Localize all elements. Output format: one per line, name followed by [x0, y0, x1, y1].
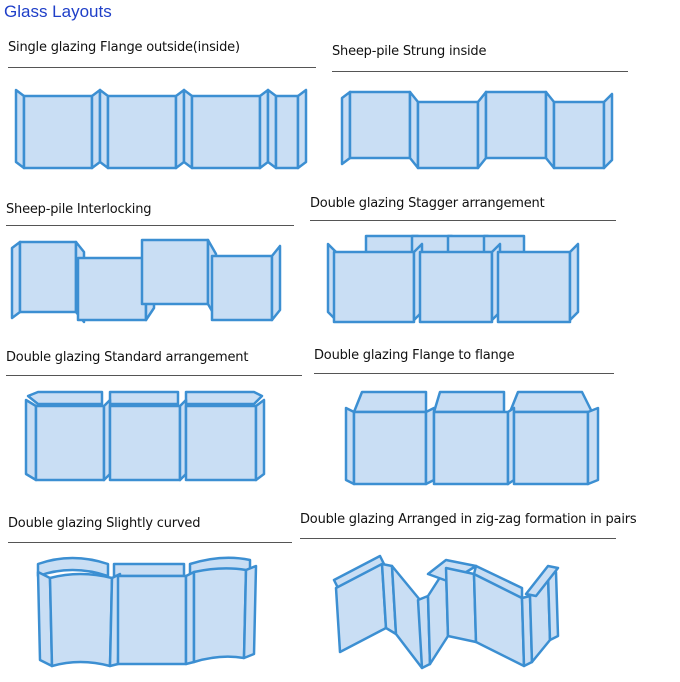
divider: [310, 220, 616, 221]
panel-caption: Double glazing Arranged in zig-zag forma…: [300, 512, 637, 527]
divider: [8, 67, 316, 68]
panel-double-zig-zag-pairs: Double glazing Arranged in zig-zag forma…: [300, 512, 640, 682]
page-title: Glass Layouts: [4, 2, 112, 21]
panel-single-flange: Single glazing Flange outside(inside): [8, 40, 318, 170]
single-flange-diagram: [14, 88, 308, 170]
panel-caption: Double glazing Standard arrangement: [6, 350, 249, 365]
panel-caption: Sheep-pile Interlocking: [6, 202, 152, 217]
panel-caption: Double glazing Stagger arrangement: [310, 196, 545, 211]
double-slightly-curved-diagram: [36, 556, 258, 668]
panel-caption: Sheep-pile Strung inside: [332, 44, 487, 59]
divider: [8, 542, 292, 543]
panel-double-standard: Double glazing Standard arrangement: [6, 350, 306, 490]
divider: [314, 373, 614, 374]
sheep-pile-strung-diagram: [340, 90, 614, 170]
divider: [332, 71, 628, 72]
panel-sheep-pile-interlocking: Sheep-pile Interlocking: [6, 202, 306, 332]
panel-double-slightly-curved: Double glazing Slightly curved: [8, 516, 308, 682]
panel-caption: Double glazing Slightly curved: [8, 516, 201, 531]
divider: [300, 538, 616, 539]
double-flange-to-flange-diagram: [344, 390, 600, 486]
double-stagger-diagram: [326, 234, 580, 324]
sheep-pile-interlocking-diagram: [10, 238, 282, 324]
panel-sheep-pile-strung: Sheep-pile Strung inside: [332, 44, 642, 174]
double-zig-zag-diagram: [332, 554, 560, 670]
divider: [6, 375, 302, 376]
panel-double-flange-to-flange: Double glazing Flange to flange: [314, 348, 644, 488]
panel-caption: Double glazing Flange to flange: [314, 348, 515, 363]
divider: [6, 225, 294, 226]
panel-double-stagger: Double glazing Stagger arrangement: [310, 196, 630, 326]
panel-caption: Single glazing Flange outside(inside): [8, 40, 240, 55]
double-standard-diagram: [24, 390, 266, 482]
